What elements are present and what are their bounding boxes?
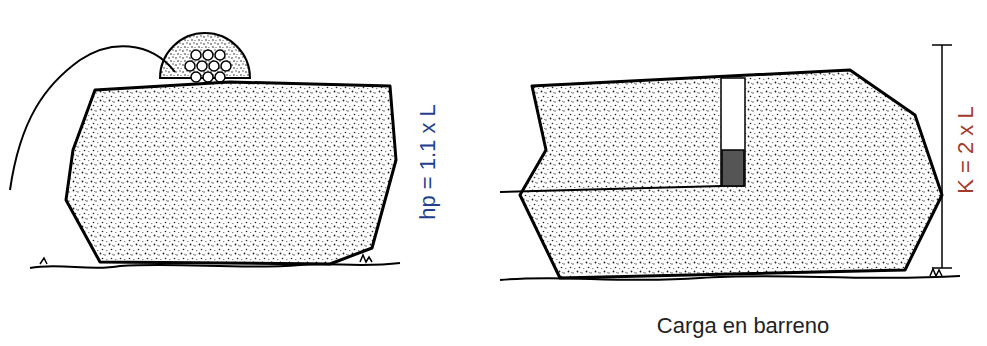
figure-caption: Carga en barreno xyxy=(655,314,831,338)
dimension-label: hp = 1.1 x L xyxy=(416,102,440,222)
dimension-label: K = 2 x L xyxy=(954,104,978,195)
